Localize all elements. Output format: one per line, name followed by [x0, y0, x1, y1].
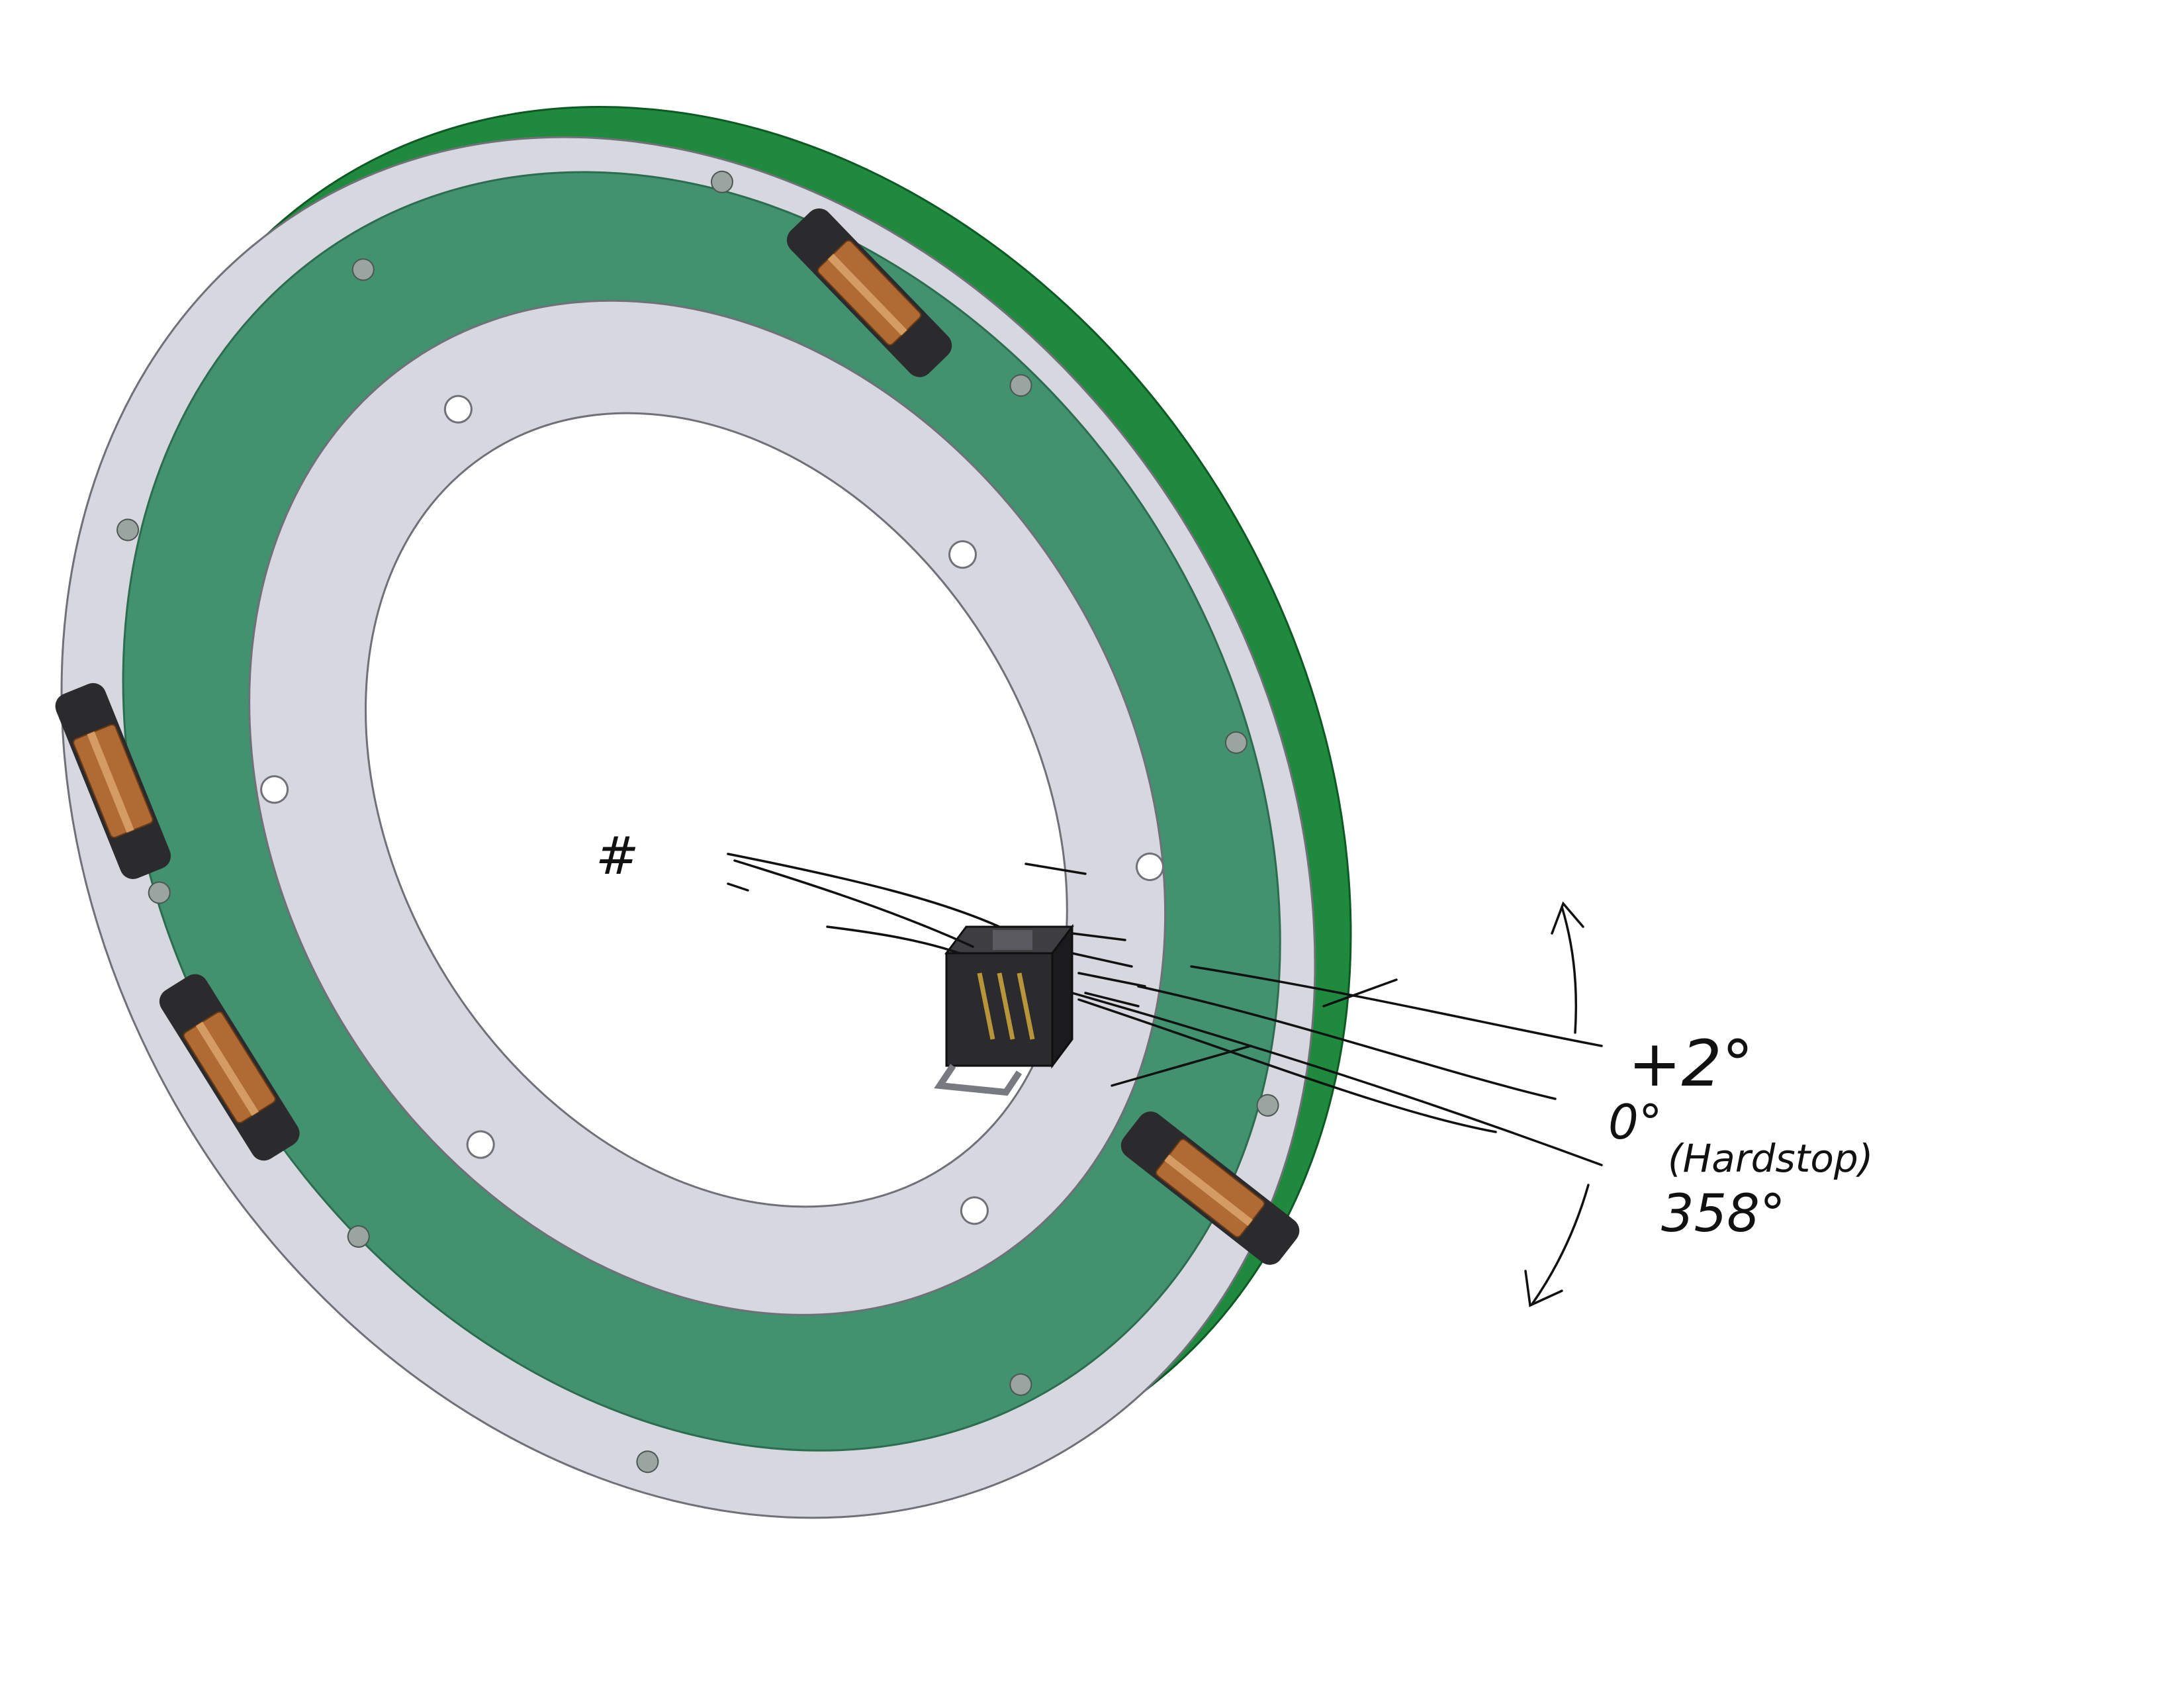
zero-angle-label: 0° [1608, 1094, 1662, 1150]
negative-angle-line [1071, 992, 1603, 1166]
plus-angle-label: +2° [1628, 1027, 1754, 1101]
connector-body [945, 952, 1054, 1067]
hole [1224, 731, 1248, 754]
connector-side [1051, 923, 1073, 1069]
reference-line [727, 853, 1001, 928]
brush-contact-icon [1120, 1111, 1300, 1265]
reference-line [727, 882, 749, 892]
pcb-holes [116, 170, 1279, 1474]
brush-contact-icon [159, 974, 300, 1161]
reference-line [1077, 972, 1146, 988]
hole [1009, 374, 1032, 397]
brush-contact-icon [55, 682, 171, 879]
tick-line [1111, 1045, 1252, 1087]
connector-pin [1017, 972, 1035, 1040]
hole [443, 395, 473, 424]
zero-angle-line [1137, 985, 1557, 1100]
reference-line [733, 859, 974, 948]
hard-stop-label: (Hardstop) [1668, 1136, 1873, 1181]
plate-holes [260, 395, 1164, 1225]
connector-clip [934, 1064, 1023, 1096]
hole [148, 881, 171, 904]
brush-contact-icon [786, 208, 952, 377]
reference-line [1077, 998, 1497, 1133]
sketch-lines [727, 853, 1603, 1166]
center-opening [365, 412, 1068, 1208]
tick-line [1322, 978, 1398, 1008]
hole [636, 1450, 659, 1474]
reference-line [1071, 932, 1126, 941]
hole [1135, 852, 1164, 881]
hole [466, 1130, 495, 1159]
reference-line [1084, 992, 1140, 1008]
reference-line [1071, 952, 1133, 968]
plus-angle-line [1190, 965, 1603, 1047]
arrow-up-icon [1551, 901, 1584, 1034]
hole [960, 1196, 989, 1225]
negative-angle-label: 358° [1661, 1184, 1786, 1244]
hole [1256, 1094, 1279, 1117]
ring-assembly [55, 106, 1352, 1519]
reference-line [1024, 863, 1087, 875]
hole [351, 258, 375, 281]
hole [1009, 1373, 1032, 1396]
hole [116, 518, 140, 541]
connector-pin [997, 972, 1015, 1040]
connector-icon [934, 923, 1074, 1096]
hole [347, 1225, 370, 1248]
hole [710, 170, 733, 193]
connector-latch [993, 930, 1032, 950]
arrow-down-icon [1524, 1184, 1590, 1307]
lower-marker-label: # [596, 827, 639, 886]
hole [948, 540, 977, 569]
connector-pin [977, 972, 995, 1040]
reference-line [826, 925, 961, 955]
hole [260, 775, 289, 804]
